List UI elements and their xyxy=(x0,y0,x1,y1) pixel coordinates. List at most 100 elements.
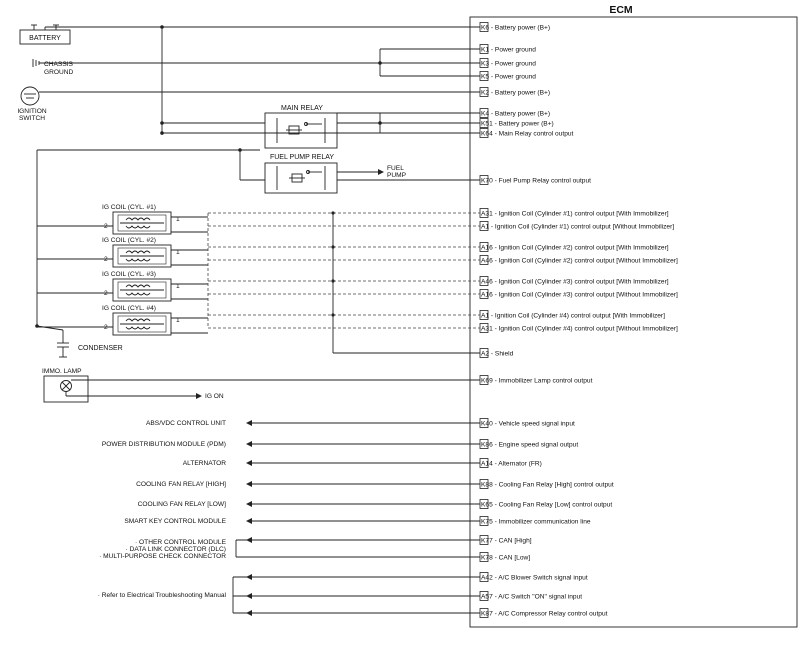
can-group-2: · DATA LINK CONNECTOR (DLC) xyxy=(126,546,226,553)
ecm-title: ECM xyxy=(609,4,633,16)
pin-label: K65 - Cooling Fan Relay [Low] control ou… xyxy=(481,501,612,508)
pin-label: A46 - Ignition Coil (Cylinder #2) contro… xyxy=(481,257,678,264)
external-device: SMART KEY CONTROL MODULE xyxy=(124,518,480,525)
arrow-left-icon xyxy=(246,420,252,426)
can-group-3: · MULTI-PURPOSE CHECK CONNECTOR xyxy=(99,553,226,560)
pin-label: K2 - Battery power (B+) xyxy=(481,89,550,96)
ignition-label-2: SWITCH xyxy=(19,115,45,122)
ig-coil-pin-2: 2 xyxy=(104,256,108,263)
ignition-label-1: IGNITION xyxy=(17,108,47,115)
fuel-pump-relay xyxy=(264,162,338,194)
battery-label: BATTERY xyxy=(29,35,61,42)
ig-coil-label: IG COIL (CYL. #1) xyxy=(102,204,156,211)
pin-label: A31 - Ignition Coil (Cylinder #4) contro… xyxy=(481,325,678,332)
external-devices: ABS/VDC CONTROL UNIT POWER DISTRIBUTION M… xyxy=(102,420,480,616)
ig-coil-pin-1: 1 xyxy=(176,283,180,290)
pin-label: K6 - Battery power (B+) xyxy=(481,24,550,31)
ecm-pin: K64 - Main Relay control output xyxy=(479,128,574,138)
ecm-pin: K4 - Battery power (B+) xyxy=(479,108,550,118)
pin-label: K86 - Engine speed signal output xyxy=(481,441,578,448)
ecm-pin: A1 - Ignition Coil (Cylinder #1) control… xyxy=(479,221,674,231)
coil-winding-icon xyxy=(125,284,151,288)
pin-label: K3 - Power ground xyxy=(481,60,536,67)
ecm-pin: K70 - Fuel Pump Relay control output xyxy=(479,175,591,185)
pin-label: K87 - A/C Compressor Relay control outpu… xyxy=(481,610,608,617)
arrow-left-icon xyxy=(246,593,252,599)
fuel-pump-relay-label: FUEL PUMP RELAY xyxy=(270,154,334,161)
arrow-left-icon xyxy=(246,481,252,487)
ecm-pin: K78 - CAN [Low] xyxy=(479,552,530,562)
main-relay xyxy=(264,112,338,149)
arrow-left-icon xyxy=(246,460,252,466)
ecm-pin: K75 - Immobilizer communication line xyxy=(479,516,591,526)
arrow-left-icon xyxy=(246,441,252,447)
pin-label: A14 - Alternator (FR) xyxy=(481,460,542,467)
ecm-pin-list: K6 - Battery power (B+) K1 - Power ground… xyxy=(479,22,678,618)
external-device-label: COOLING FAN RELAY [LOW] xyxy=(138,501,227,508)
chassis-ground: CHASSIS GROUND xyxy=(32,59,74,76)
ecm-pin: A16 - Ignition Coil (Cylinder #2) contro… xyxy=(479,242,669,252)
ac-group-label: · Refer to Electrical Troubleshooting Ma… xyxy=(98,592,227,599)
ecm-pin: A46 - Ignition Coil (Cylinder #3) contro… xyxy=(479,276,669,286)
ig-on-label: IG ON xyxy=(205,393,224,400)
ig-coil: IG COIL (CYL. #2)21 xyxy=(37,237,480,268)
fuel-pump-label-1: FUEL xyxy=(387,165,404,172)
pin-label: A1 - Ignition Coil (Cylinder #1) control… xyxy=(481,223,674,230)
ecm-pin: A46 - Ignition Coil (Cylinder #2) contro… xyxy=(479,255,678,265)
ecm-pin: K87 - A/C Compressor Relay control outpu… xyxy=(479,608,608,618)
external-device-label: COOLING FAN RELAY [HIGH] xyxy=(136,481,226,488)
can-group-1: · OTHER CONTROL MODULE xyxy=(135,539,227,546)
ecm-pin: A14 - Alternator (FR) xyxy=(479,458,542,468)
pin-label: K1 - Power ground xyxy=(481,46,536,53)
external-device-label: ABS/VDC CONTROL UNIT xyxy=(146,420,226,427)
external-device-label: POWER DISTRIBUTION MODULE (PDM) xyxy=(102,441,226,448)
ecm-box xyxy=(469,16,798,628)
external-device: COOLING FAN RELAY [LOW] xyxy=(138,501,480,508)
pin-label: A1 - Ignition Coil (Cylinder #4) control… xyxy=(481,312,665,319)
chassis-ground-label-1: CHASSIS xyxy=(44,61,74,68)
ecm-pin: A42 - A/C Blower Switch signal input xyxy=(479,572,588,582)
ecm-pin: A2 - Shield xyxy=(479,348,514,358)
pin-label: A16 - Ignition Coil (Cylinder #3) contro… xyxy=(481,291,678,298)
main-relay-label: MAIN RELAY xyxy=(281,105,323,112)
arrow-left-icon xyxy=(246,518,252,524)
ig-coil: IG COIL (CYL. #4) 2 1 xyxy=(37,305,480,336)
pin-label: K75 - Immobilizer communication line xyxy=(481,518,591,525)
external-device-label: SMART KEY CONTROL MODULE xyxy=(124,518,226,525)
ig-coil-pin-1: 1 xyxy=(176,317,180,324)
condenser: CONDENSER xyxy=(57,330,123,358)
ecm-pin: A1 - Ignition Coil (Cylinder #4) control… xyxy=(479,310,665,320)
immo-lamp-label: IMMO. LAMP xyxy=(42,368,82,375)
pin-label: K51 - Battery power (B+) xyxy=(481,120,554,127)
ig-coil-label: IG COIL (CYL. #2) xyxy=(102,237,156,244)
arrow-left-icon xyxy=(246,501,252,507)
pin-label: K4 - Battery power (B+) xyxy=(481,110,550,117)
external-device: ALTERNATOR xyxy=(183,460,480,467)
ig-coil-label: IG COIL (CYL. #4) xyxy=(102,305,156,312)
external-device-label: ALTERNATOR xyxy=(183,460,226,467)
pin-label: K40 - Vehicle speed signal input xyxy=(481,420,575,427)
ecm-pin: K3 - Power ground xyxy=(479,58,536,68)
ecm-pin: K6 - Battery power (B+) xyxy=(479,22,550,32)
external-device: COOLING FAN RELAY [HIGH] xyxy=(136,481,480,488)
pin-label: K78 - CAN [Low] xyxy=(481,554,530,561)
arrow-left-icon xyxy=(246,610,252,616)
coil-winding-icon xyxy=(125,217,151,221)
battery: BATTERY xyxy=(19,24,71,45)
pin-label: A42 - A/C Blower Switch signal input xyxy=(481,574,588,581)
ecm-pin: A31 - Ignition Coil (Cylinder #4) contro… xyxy=(479,323,678,333)
external-device: ABS/VDC CONTROL UNIT xyxy=(146,420,480,427)
ecm-pin: A31 - Ignition Coil (Cylinder #1) contro… xyxy=(479,208,669,218)
ig-coil-pin-2: 2 xyxy=(104,223,108,230)
ecm-pin: K65 - Cooling Fan Relay [Low] control ou… xyxy=(479,499,612,509)
pin-label: A57 - A/C Switch "ON" signal input xyxy=(481,593,582,600)
ecm-pin: K86 - Engine speed signal output xyxy=(479,439,578,449)
ecm-pin: K40 - Vehicle speed signal input xyxy=(479,418,575,428)
external-device: POWER DISTRIBUTION MODULE (PDM) xyxy=(102,441,480,448)
pin-label: K77 - CAN [High] xyxy=(481,537,532,544)
coil-winding-icon xyxy=(125,318,151,322)
ig-coil-pin-2: 2 xyxy=(104,290,108,297)
ig-coil-pin-2: 2 xyxy=(104,324,108,331)
ig-coil-pin-1: 1 xyxy=(176,216,180,223)
